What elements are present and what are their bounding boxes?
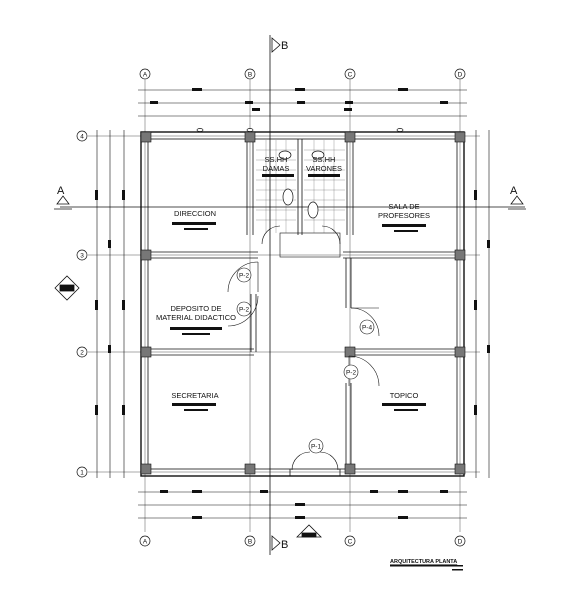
drawing-scale-mark xyxy=(452,569,463,571)
door-tag-p2-lower: P-2 xyxy=(239,307,250,314)
axis-label-top-b: B xyxy=(248,72,252,79)
door-tag-p2-upper: P-2 xyxy=(239,273,250,280)
room-label-secretaria: SECRETARIA xyxy=(171,391,218,400)
room-label-topico: TOPICO xyxy=(390,391,419,400)
drawing-title: ARQUITECTURA PLANTA xyxy=(390,559,457,565)
room-label-deposito-1: DEPOSITO DE xyxy=(170,304,221,313)
room-label-direccion: DIRECCION xyxy=(174,209,216,218)
sanitary-fixtures xyxy=(196,128,404,219)
axis-bubbles xyxy=(76,68,466,547)
room-label-deposito-2: MATERIAL DIDACTICO xyxy=(156,313,236,322)
room-label-ss-hh-varones-1: SS.HH xyxy=(313,155,336,164)
axis-label-bottom-b: B xyxy=(248,539,252,546)
axis-label-bottom-c: C xyxy=(348,539,353,546)
section-label-top: B xyxy=(281,40,288,52)
door-swings xyxy=(227,225,380,471)
axis-label-top-d: D xyxy=(458,72,463,79)
door-tag-p1: P-1 xyxy=(311,444,322,451)
axis-label-bottom-d: D xyxy=(458,539,463,546)
axis-label-top-a: A xyxy=(143,72,148,79)
axis-label-row-2: 2 xyxy=(80,350,84,357)
drawing-title-underline xyxy=(390,565,463,567)
bathroom-tile-pattern xyxy=(256,140,345,233)
section-label-left: A xyxy=(57,185,65,197)
axis-label-row-3: 3 xyxy=(80,253,84,260)
axis-grid xyxy=(88,80,480,532)
axis-label-top-c: C xyxy=(348,72,353,79)
dimension-lines xyxy=(96,89,490,519)
section-label-bottom: B xyxy=(281,539,288,551)
section-marker-symbols xyxy=(54,37,526,551)
room-annotation-bars xyxy=(170,174,426,411)
room-label-ss-hh-damas-2: DAMAS xyxy=(263,164,290,173)
room-label-sala-1: SALA DE xyxy=(388,202,419,211)
axis-label-bottom-a: A xyxy=(143,539,148,546)
door-tag-p2-right: P-2 xyxy=(346,370,357,377)
door-tag-p4: P-4 xyxy=(362,325,373,332)
dimension-ticks xyxy=(95,88,490,519)
room-label-sala-2: PROFESORES xyxy=(378,211,430,220)
columns xyxy=(140,131,466,475)
walls xyxy=(140,131,465,477)
door-tag-bubbles xyxy=(236,267,375,454)
section-label-right: A xyxy=(510,185,518,197)
axis-label-row-4: 4 xyxy=(80,134,84,141)
axis-label-row-1: 1 xyxy=(80,470,84,477)
section-lines xyxy=(60,35,525,555)
room-label-ss-hh-damas-1: SS.HH xyxy=(265,155,288,164)
room-label-ss-hh-varones-2: VARONES xyxy=(306,164,342,173)
